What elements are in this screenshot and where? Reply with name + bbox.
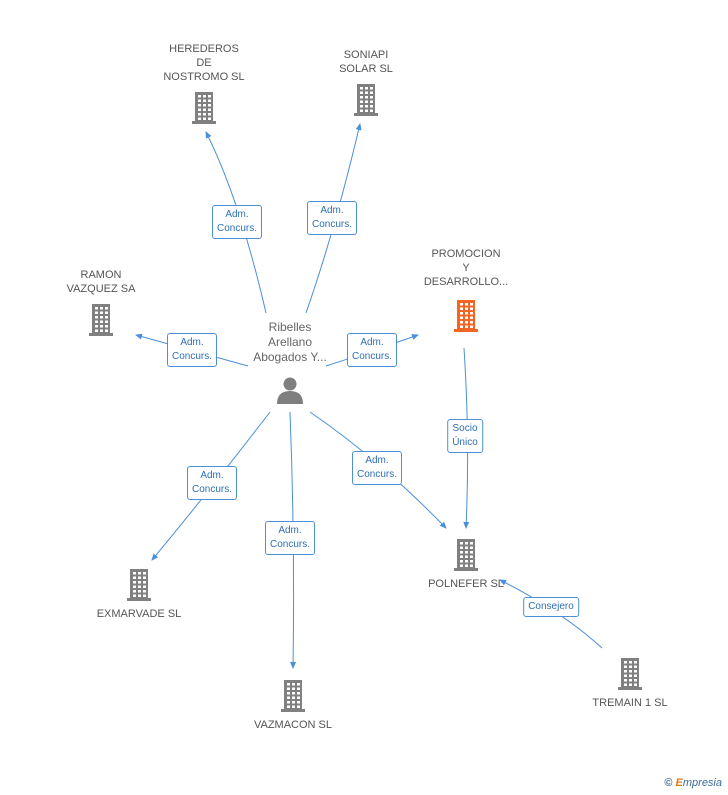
company-label-tremain[interactable]: TREMAIN 1 SL [592, 697, 668, 709]
brand-initial: E [675, 777, 683, 789]
edge-label-center-ramon[interactable]: Adm. Concurs. [166, 333, 218, 367]
building-soniapi-icon[interactable] [354, 84, 378, 116]
empresia-watermark: © Empresia [664, 777, 722, 789]
edge-label-center-promocion[interactable]: Adm. Concurs. [346, 333, 398, 367]
building-vazmacon-icon[interactable] [281, 680, 305, 712]
company-label-soniapi[interactable]: SONIAPI SOLAR SL [339, 49, 393, 75]
building-exmarvade-icon[interactable] [127, 569, 151, 601]
company-label-polnefer[interactable]: POLNEFER SL [428, 578, 504, 590]
edge-label-center-polnefer[interactable]: Adm. Concurs. [351, 451, 403, 485]
edge-label-center-vazmacon[interactable]: Adm. Concurs. [264, 521, 316, 555]
copyright-symbol: © [664, 777, 673, 789]
brand-name: mpresia [682, 777, 722, 789]
building-polnefer-icon[interactable] [454, 539, 478, 571]
edge-label-center-soniapi[interactable]: Adm. Concurs. [306, 201, 358, 235]
person-icon[interactable] [277, 377, 303, 405]
company-label-herederos[interactable]: HEREDEROS DE NOSTROMO SL [163, 43, 245, 83]
building-tremain-icon[interactable] [618, 658, 642, 690]
company-label-exmarvade[interactable]: EXMARVADE SL [96, 608, 182, 620]
company-label-promocion[interactable]: PROMOCION Y DESARROLLO... [423, 248, 509, 288]
building-herederos-icon[interactable] [192, 92, 216, 124]
person-label[interactable]: Ribelles Arellano Abogados Y... [253, 320, 327, 364]
edge-label-center-exmarvade[interactable]: Adm. Concurs. [186, 466, 238, 500]
company-label-vazmacon[interactable]: VAZMACON SL [253, 719, 333, 731]
edge-label-center-herederos[interactable]: Adm. Concurs. [211, 205, 263, 239]
building-promocion-icon[interactable] [454, 300, 478, 332]
edge-label-tremain-polnefer[interactable]: Consejero [523, 597, 579, 617]
edge-label-promocion-polnefer[interactable]: Socio Único [447, 419, 483, 453]
company-label-ramon[interactable]: RAMON VAZQUEZ SA [66, 269, 136, 295]
building-ramon-icon[interactable] [89, 304, 113, 336]
